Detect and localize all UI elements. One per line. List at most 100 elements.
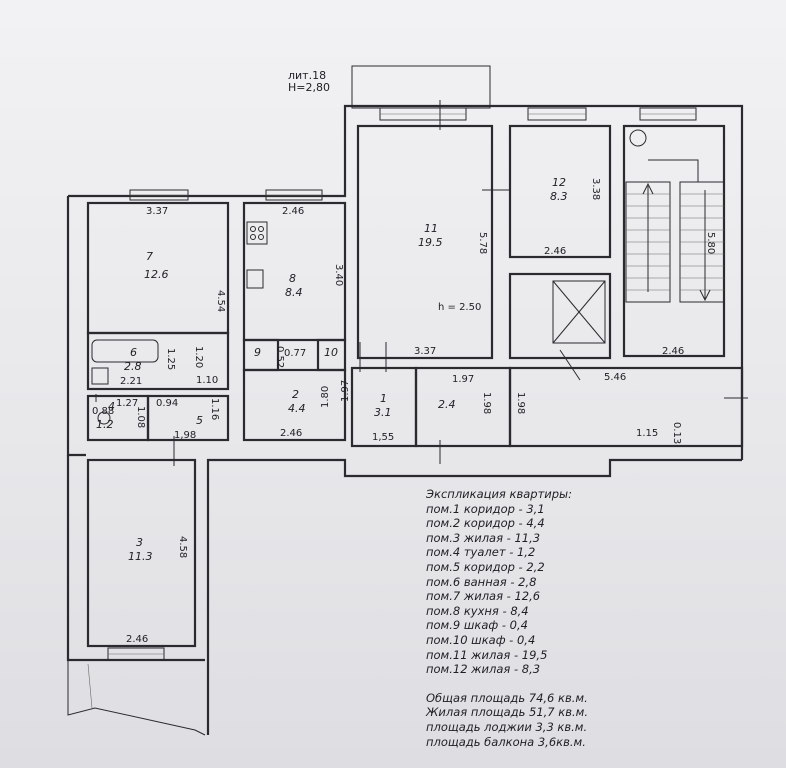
legend-item: пом.10 шкаф - 0,4 <box>426 632 536 647</box>
room-8-area: 8.4 <box>285 286 303 299</box>
room-8-number: 8 <box>289 272 296 285</box>
room-9-number: 9 <box>254 346 261 359</box>
stair-steps <box>625 129 725 303</box>
room-7-number: 7 <box>146 250 153 263</box>
dim-1-27: 1.27 <box>116 398 138 409</box>
legend-total: площадь лоджии 3,3 кв.м. <box>426 719 588 734</box>
legend-item: пом.9 шкаф - 0,4 <box>426 618 528 633</box>
dim-3-40: 3.40 <box>333 264 344 286</box>
room-10-number: 10 <box>324 346 338 359</box>
dim-2-46c: 2.46 <box>662 346 684 357</box>
room-11-area: 19.5 <box>418 236 443 249</box>
dim-1-98b: 1.98 <box>515 392 526 414</box>
stove <box>246 221 268 245</box>
legend-item: пом.5 коридор - 2,2 <box>426 559 545 574</box>
room-12-outline <box>508 124 612 259</box>
outer-wall-west <box>66 196 86 457</box>
elevator-shaft <box>508 272 612 360</box>
dim-2-21: 2.21 <box>120 376 142 387</box>
dim-1-98c: 1,98 <box>174 430 196 441</box>
loggia <box>67 660 206 736</box>
legend-title: Экспликация квартиры: <box>426 487 573 501</box>
ceiling-height-note: h = 2.50 <box>438 302 481 313</box>
dim-1-97a: 1.97 <box>340 380 351 402</box>
building-litera: лит.18 H=2,80 <box>288 70 330 94</box>
legend-item: пом.11 жилая - 19,5 <box>426 647 548 662</box>
room-4-area: 1.2 <box>96 418 114 431</box>
toilet <box>97 411 111 425</box>
room-1-area: 3.1 <box>374 406 392 419</box>
dim-2-46b: 2.46 <box>544 246 566 257</box>
room-6-number: 6 <box>130 346 137 359</box>
dim-3-37b: 3.37 <box>414 346 436 357</box>
room-3-number: 3 <box>136 536 143 549</box>
room-2-outline <box>242 368 347 442</box>
dim-2-4: 2.4 <box>438 398 456 411</box>
legend-item: пом.7 жилая - 12,6 <box>426 589 541 604</box>
kitchen-sink <box>246 269 264 289</box>
room-7-area: 12.6 <box>144 268 169 281</box>
dim-1-08: 1.08 <box>135 406 146 428</box>
dim-0-52: 0.52 <box>274 346 285 368</box>
dim-4-58: 4.58 <box>177 536 188 558</box>
legend-item: пом.3 жилая - 11,3 <box>426 530 541 545</box>
dim-1-10: 1.10 <box>196 375 218 386</box>
landing-outline <box>508 366 744 448</box>
room-2-number: 2 <box>292 388 299 401</box>
room-6-outline <box>86 331 230 391</box>
legend-item: пом.2 коридор - 4,4 <box>426 516 545 531</box>
dim-5-46: 5.46 <box>604 372 626 383</box>
room-5-number: 5 <box>196 414 203 427</box>
dim-0-13: 0.13 <box>671 422 682 444</box>
dim-3-38: 3.38 <box>590 178 601 200</box>
legend-item: пом.4 туалет - 1,2 <box>426 545 536 560</box>
room-11-outline <box>356 124 494 360</box>
room-12-area: 8.3 <box>550 190 568 203</box>
dim-0-88: 0.88 <box>92 406 114 417</box>
balcony <box>351 65 491 109</box>
dim-4-54: 4.54 <box>215 290 226 312</box>
outer-wall-south <box>206 458 742 735</box>
room-11-number: 11 <box>424 222 438 235</box>
door-ticks <box>95 100 748 466</box>
outer-wall-north <box>68 104 744 460</box>
room-3-area: 11.3 <box>128 550 153 563</box>
sink <box>91 367 109 385</box>
dim-5-78: 5.78 <box>477 232 488 254</box>
dim-0-77: 0.77 <box>284 348 306 359</box>
dim-1-80: 1.80 <box>320 386 331 408</box>
legend-item: пом.8 кухня - 8,4 <box>426 603 529 618</box>
room-6-area: 2.8 <box>124 360 142 373</box>
dim-1-20: 1.20 <box>193 346 204 368</box>
dim-1-25: 1.25 <box>165 348 176 370</box>
explication-legend: Экспликация квартиры: пом.1 коридор - 3,… <box>426 487 766 749</box>
elevator-box <box>552 280 606 344</box>
legend-total: Общая площадь 74,6 кв.м. <box>426 690 588 705</box>
room-1-number: 1 <box>380 392 387 405</box>
litera-height: H=2,80 <box>288 81 330 94</box>
room-8-outline <box>242 201 347 342</box>
bathtub <box>91 339 159 363</box>
dim-2-46d: 2.46 <box>280 428 302 439</box>
litera-number: лит.18 <box>288 69 327 82</box>
dim-1-15: 1.15 <box>636 428 658 439</box>
legend-total: Жилая площадь 51,7 кв.м. <box>426 705 588 720</box>
dim-0-94: 0.94 <box>156 398 178 409</box>
legend-item: пом.12 жилая - 8,3 <box>426 662 541 677</box>
legend-total: площадь балкона 3,6кв.м. <box>426 734 586 749</box>
room-12-number: 12 <box>552 176 566 189</box>
dim-3-37a: 3.37 <box>146 206 168 217</box>
room-4-number: 4 <box>108 400 115 413</box>
windows <box>107 107 697 661</box>
room-5-outline <box>146 394 230 442</box>
dim-1-55: 1,55 <box>372 432 394 443</box>
legend-item: пом.6 ванная - 2,8 <box>426 574 537 589</box>
dim-2-46e: 2.46 <box>126 634 148 645</box>
room-9-outline <box>242 338 280 372</box>
dim-1-98a: 1.98 <box>481 392 492 414</box>
room-2-area: 4.4 <box>288 402 306 415</box>
dim-1-97b: 1.97 <box>452 374 474 385</box>
legend-item: пом.1 коридор - 3,1 <box>426 501 545 516</box>
